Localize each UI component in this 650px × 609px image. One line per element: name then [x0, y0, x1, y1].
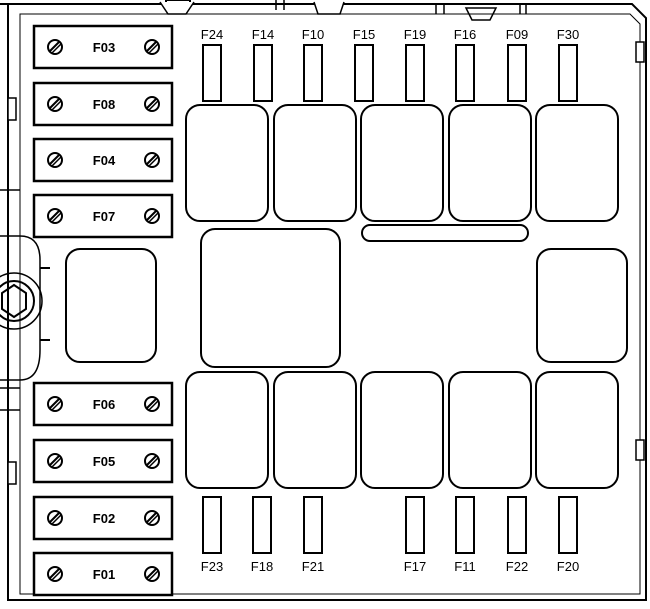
relay-socket [360, 371, 444, 489]
mini-fuse-slot [354, 44, 374, 102]
relay-socket [448, 104, 532, 222]
mini-fuse-slot [252, 496, 272, 554]
relay-socket [185, 104, 269, 222]
relay-socket [273, 104, 357, 222]
mini-fuse-slot [303, 496, 323, 554]
mini-fuse-slot [303, 44, 323, 102]
mini-fuse-slot [507, 496, 527, 554]
mini-fuse-label: F23 [201, 559, 223, 574]
relay-rail [361, 224, 529, 242]
mini-fuse-label: F16 [454, 27, 476, 42]
left-side-profile [0, 189, 41, 411]
mini-fuse-slot [558, 496, 578, 554]
maxi-fuse-label: F06 [93, 397, 115, 412]
mini-fuse-slot [202, 44, 222, 102]
mounting-nut-icon [0, 283, 27, 319]
mini-fuse-label: F21 [302, 559, 324, 574]
mini-fuse-label: F22 [506, 559, 528, 574]
mini-fuse-label: F10 [302, 27, 324, 42]
relay-socket [536, 248, 628, 363]
maxi-fuse-label: F01 [93, 567, 115, 582]
mini-fuse-slot [455, 44, 475, 102]
maxi-fuse-label: F05 [93, 454, 115, 469]
relay-socket [448, 371, 532, 489]
mini-fuse-label: F30 [557, 27, 579, 42]
relay-socket [273, 371, 357, 489]
maxi-fuse-label: F07 [93, 209, 115, 224]
relay-sockets [65, 104, 628, 489]
mini-fuse-slot [202, 496, 222, 554]
maxi-fuse-label: F08 [93, 97, 115, 112]
mini-fuse-label: F24 [201, 27, 223, 42]
relay-socket [200, 228, 341, 368]
mini-fuse-slot [558, 44, 578, 102]
mini-fuse-label: F17 [404, 559, 426, 574]
mini-fuse-label: F11 [454, 559, 475, 574]
relay-socket [65, 248, 157, 363]
maxi-fuse-label: F03 [93, 40, 115, 55]
mini-fuse-label: F20 [557, 559, 579, 574]
maxi-fuse-label: F02 [93, 511, 115, 526]
mini-fuse-slot [455, 496, 475, 554]
mini-fuse-label: F19 [404, 27, 426, 42]
mini-fuse-label: F09 [506, 27, 528, 42]
mini-fuse-slot [507, 44, 527, 102]
mini-fuses-bottom: F23 F18 F21 F17 F11 F22 F20 [201, 496, 579, 574]
mini-fuse-slot [253, 44, 273, 102]
mini-fuse-label: F14 [252, 27, 274, 42]
relay-socket [360, 104, 444, 222]
relay-socket [535, 371, 619, 489]
maxi-fuse-label: F04 [93, 153, 116, 168]
relay-socket [535, 104, 619, 222]
mini-fuse-slot [405, 496, 425, 554]
top-clip-middle [313, 1, 345, 15]
inner-frame [19, 13, 641, 595]
mini-fuses-top: F24 F14 F10 F15 F19 F16 F09 F30 [201, 27, 579, 102]
mini-fuse-label: F18 [251, 559, 273, 574]
top-clip-left [159, 1, 195, 15]
relay-socket [185, 371, 269, 489]
mini-fuse-slot [405, 44, 425, 102]
mini-fuse-label: F15 [353, 27, 375, 42]
